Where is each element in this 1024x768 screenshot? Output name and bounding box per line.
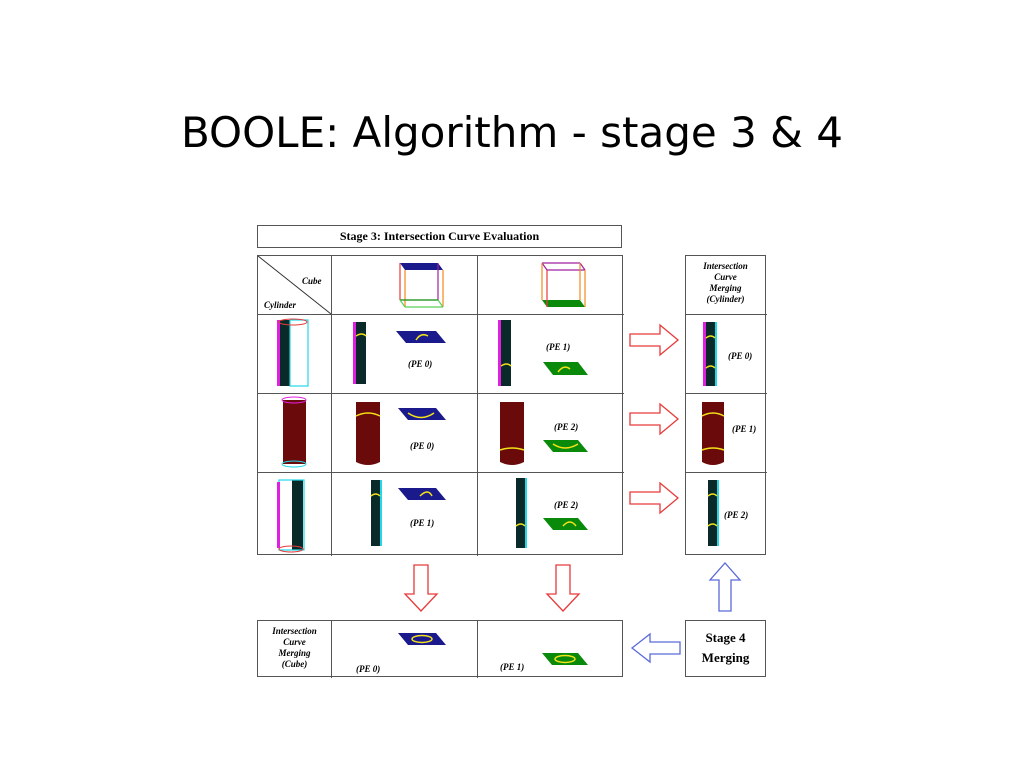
cylinder-slice-icon [707,480,719,546]
stage3-grid: Cube Cylinder (PE 0) (PE 1) (PE 0) (PE 2… [257,255,624,556]
arrow-up-icon [708,562,742,612]
arrow-down-icon [403,564,439,612]
stage4-line2: Merging [701,650,750,665]
cube-face-blue-icon [398,633,446,645]
pe-label: (PE 0) [410,441,435,451]
cube-face-blue-icon [398,408,446,420]
cube-bottom-face-icon [541,262,586,307]
cylinder-thick-icon [281,396,307,468]
cylinder-slice-icon [353,322,367,384]
cylinder-slice-icon [355,402,381,465]
arrow-right-icon [629,481,680,515]
pe-label: (PE 1) [546,342,571,352]
merge-cylinder-column: Intersection Curve Merging (Cylinder) (P… [685,255,767,555]
cylinder-thin-icon [277,479,305,553]
cube-face-green-icon [543,362,588,375]
cube-face-green-icon [543,440,588,452]
stage4-line1: Stage 4 [705,630,746,645]
pe-label: (PE 2) [724,510,749,520]
cylinder-slice-icon [370,480,382,546]
pe-label: (PE 0) [728,351,753,361]
cube-top-face-icon [399,263,444,308]
header-row-label: Cylinder [264,300,297,310]
stage3-title: Stage 3: Intersection Curve Evaluation [257,225,622,248]
pe-label: (PE 0) [408,359,433,369]
stage3-drawings [258,256,588,553]
cube-face-green-icon [542,653,588,665]
cylinder-slice-icon [498,320,512,386]
merge-cube-title: Intersection Curve Merging (Cube) [272,626,317,669]
merge-cylinder-drawings [701,322,725,546]
cube-face-blue-icon [398,488,446,500]
header-col-label: Cube [302,276,322,286]
arrow-right-icon [629,323,680,357]
cube-face-blue-icon [396,331,446,343]
cylinder-slice-icon [701,402,725,465]
pe-label: (PE 1) [500,662,525,672]
pe-label: (PE 1) [732,424,757,434]
cube-face-green-icon [543,518,588,530]
merge-cube-row: Intersection Curve Merging (Cube) (PE 0)… [257,620,623,678]
pe-label: (PE 1) [410,518,435,528]
cylinder-slice-icon [515,478,527,548]
cylinder-slice-icon [703,322,717,386]
slide-title: BOOLE: Algorithm - stage 3 & 4 [180,108,843,157]
stage4-box: Stage 4 Merging [685,620,766,677]
merge-cube-drawings [398,633,588,665]
arrow-left-icon [630,632,681,664]
merge-cylinder-title: Intersection Curve Merging (Cylinder) [703,261,748,304]
arrow-right-icon [629,402,680,436]
pe-label: (PE 0) [356,664,381,674]
pe-label: (PE 2) [554,500,579,510]
cylinder-slice-icon [499,402,525,465]
arrow-down-icon [545,564,581,612]
pe-label: (PE 2) [554,422,579,432]
cylinder-thin-icon [277,318,309,387]
